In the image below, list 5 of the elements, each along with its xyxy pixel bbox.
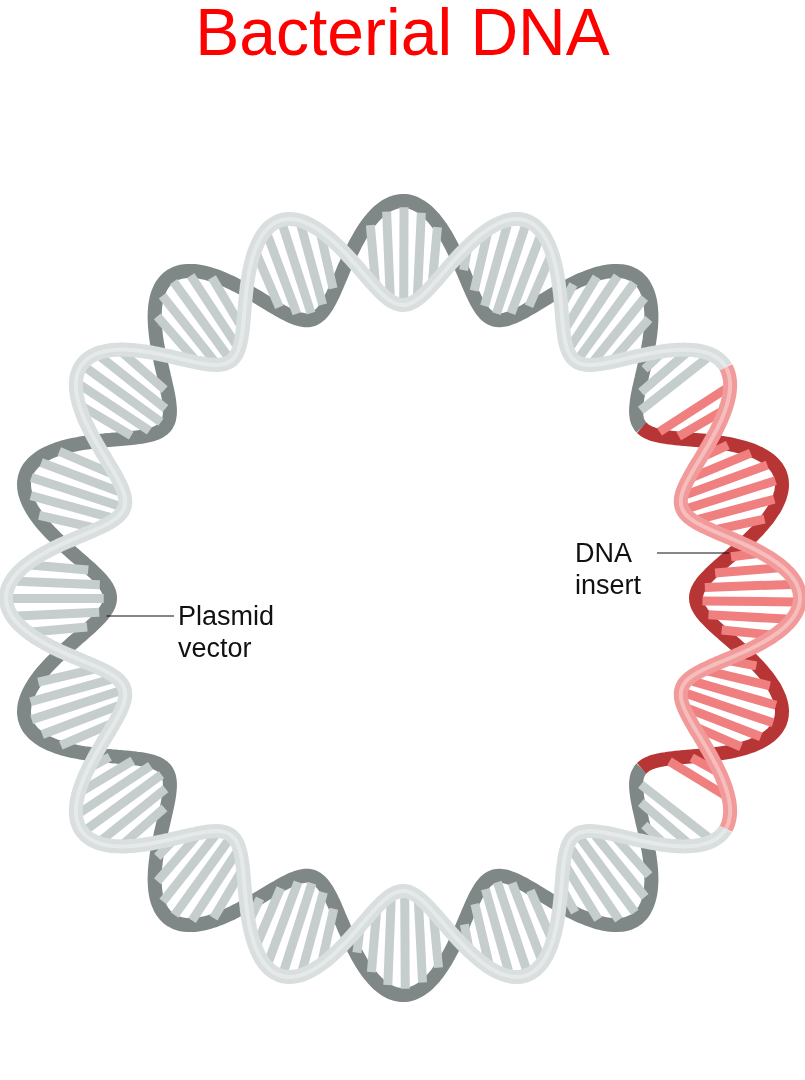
title: Bacterial DNA: [194, 0, 611, 70]
callout-label: DNA insert: [575, 537, 655, 601]
leader-line: [656, 552, 730, 554]
callout-label: Plasmid vector: [178, 600, 288, 664]
leader-line: [105, 615, 175, 617]
